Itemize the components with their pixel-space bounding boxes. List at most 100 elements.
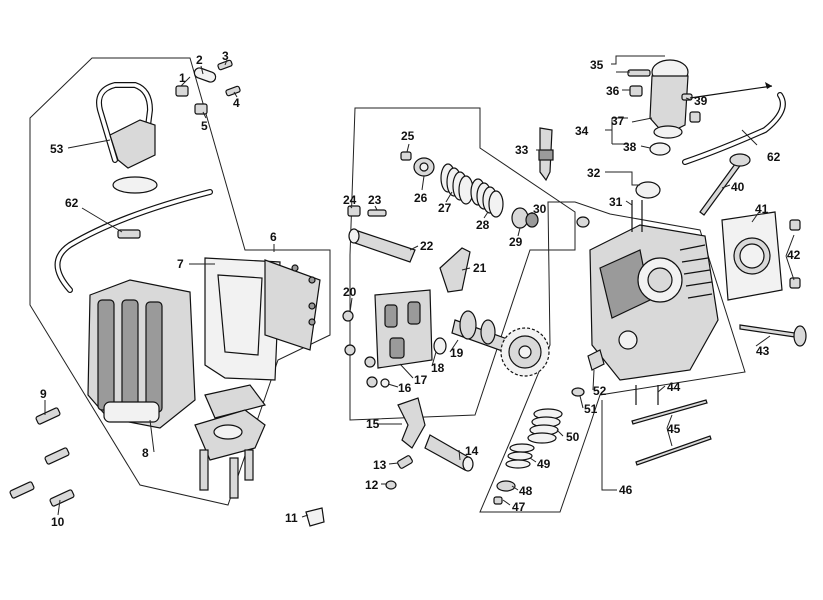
- nut-37b: [689, 111, 701, 123]
- callout-39: 39: [694, 94, 708, 108]
- nut-5: [194, 103, 208, 115]
- callout-25: 25: [401, 129, 415, 143]
- callout-45: 45: [667, 422, 681, 436]
- callout-6: 6: [270, 230, 277, 244]
- callout-32: 32: [587, 166, 601, 180]
- callout-8: 8: [142, 446, 149, 460]
- callout-9: 9: [40, 387, 47, 401]
- callout-43: 43: [756, 344, 770, 358]
- stud-4: [225, 85, 241, 97]
- callout-16: 16: [398, 381, 412, 395]
- cylinder-head-group-frame: [479, 201, 746, 513]
- cylinder-head-body: [589, 224, 719, 381]
- valve-spring-27: [440, 163, 474, 205]
- callout-13: 13: [373, 458, 387, 472]
- o-ring-38: [649, 142, 671, 156]
- callout-26: 26: [414, 191, 428, 205]
- callout-labels: 1 2 3 4 5 6 7 8 9 10 11 12 13 14 15 16 1…: [40, 49, 801, 529]
- callout-14: 14: [465, 444, 479, 458]
- cylinder-head-cover-8: [87, 279, 196, 429]
- callout-21: 21: [473, 261, 487, 275]
- callout-5: 5: [201, 119, 208, 133]
- callout-50: 50: [566, 430, 580, 444]
- intake-valve-43: [739, 324, 807, 347]
- insulator-32: [635, 181, 661, 199]
- bolt-35: [627, 69, 651, 77]
- callout-1: 1: [179, 71, 186, 85]
- callout-28: 28: [476, 218, 490, 232]
- studs-31: [631, 200, 643, 232]
- callout-62-right: 62: [767, 150, 781, 164]
- callout-38: 38: [623, 140, 637, 154]
- bolt-1: [175, 85, 189, 97]
- callout-10: 10: [51, 515, 65, 529]
- callout-51: 51: [584, 402, 598, 416]
- callout-4: 4: [233, 96, 240, 110]
- rocker-shaft-14: [424, 434, 474, 472]
- valve-spring-49: [505, 443, 535, 469]
- callout-29: 29: [509, 235, 523, 249]
- camshaft-holder-17: [374, 289, 433, 369]
- callout-62-left: 62: [65, 196, 79, 210]
- cylinder-head-gasket-41: [721, 211, 783, 301]
- callout-35: 35: [590, 58, 604, 72]
- studs-45: [631, 399, 712, 466]
- cylinder-head-cover-group-frame: [29, 57, 331, 506]
- callout-33: 33: [515, 143, 529, 157]
- valve-spring-50: [527, 408, 563, 444]
- callout-48: 48: [519, 484, 533, 498]
- callout-36: 36: [606, 84, 620, 98]
- spring-retainer-26: [413, 157, 435, 177]
- callout-44: 44: [667, 380, 681, 394]
- callout-24: 24: [343, 193, 357, 207]
- callout-20: 20: [343, 285, 357, 299]
- dowels-42: [789, 219, 801, 289]
- callout-17: 17: [414, 373, 428, 387]
- callout-15: 15: [366, 417, 380, 431]
- cam-sprocket: [500, 327, 550, 377]
- callout-52: 52: [593, 384, 607, 398]
- nut-36: [629, 85, 643, 97]
- callout-46: 46: [619, 483, 633, 497]
- spring-pin-13: [397, 455, 413, 469]
- adjuster-23: [367, 209, 387, 217]
- bolts-9-10: [9, 407, 75, 507]
- hose-62-left: [54, 189, 213, 293]
- rocker-arm-15: [397, 397, 426, 449]
- nuts-20: [342, 310, 378, 388]
- callout-31: 31: [609, 195, 623, 209]
- callout-37: 37: [611, 114, 625, 128]
- callout-53: 53: [50, 142, 64, 156]
- intake-pipe-34: [649, 59, 689, 139]
- callout-19: 19: [450, 346, 464, 360]
- spring-seat-29: [511, 207, 529, 229]
- callout-27: 27: [438, 201, 452, 215]
- nut-24: [347, 205, 361, 217]
- callout-18: 18: [431, 361, 445, 375]
- clip-11: [305, 507, 325, 527]
- plate-6: [264, 259, 321, 351]
- gasket-2: [193, 67, 217, 83]
- leader-lines: [44, 55, 795, 518]
- bolt-39: [681, 93, 693, 101]
- callout-12: 12: [365, 478, 379, 492]
- callout-30: 30: [533, 202, 547, 216]
- valve-train-group-frame: [349, 107, 576, 421]
- fitting-left: [576, 216, 590, 228]
- valve-keepers-25: [400, 151, 412, 161]
- callout-7: 7: [177, 257, 184, 271]
- spark-plug-33: [538, 127, 554, 182]
- retainer-48: [496, 480, 516, 492]
- callout-42: 42: [787, 248, 801, 262]
- callout-2: 2: [196, 53, 203, 67]
- camshaft-19: [451, 310, 511, 353]
- callout-34: 34: [575, 124, 589, 138]
- callout-23: 23: [368, 193, 382, 207]
- rocker-arm-21: [439, 247, 471, 293]
- callout-47: 47: [512, 500, 526, 514]
- exhaust-valve-40: [699, 153, 751, 216]
- rocker-shaft-22: [348, 228, 416, 263]
- valve-spring-28: [470, 178, 504, 218]
- breather-pipe-53: [96, 82, 158, 194]
